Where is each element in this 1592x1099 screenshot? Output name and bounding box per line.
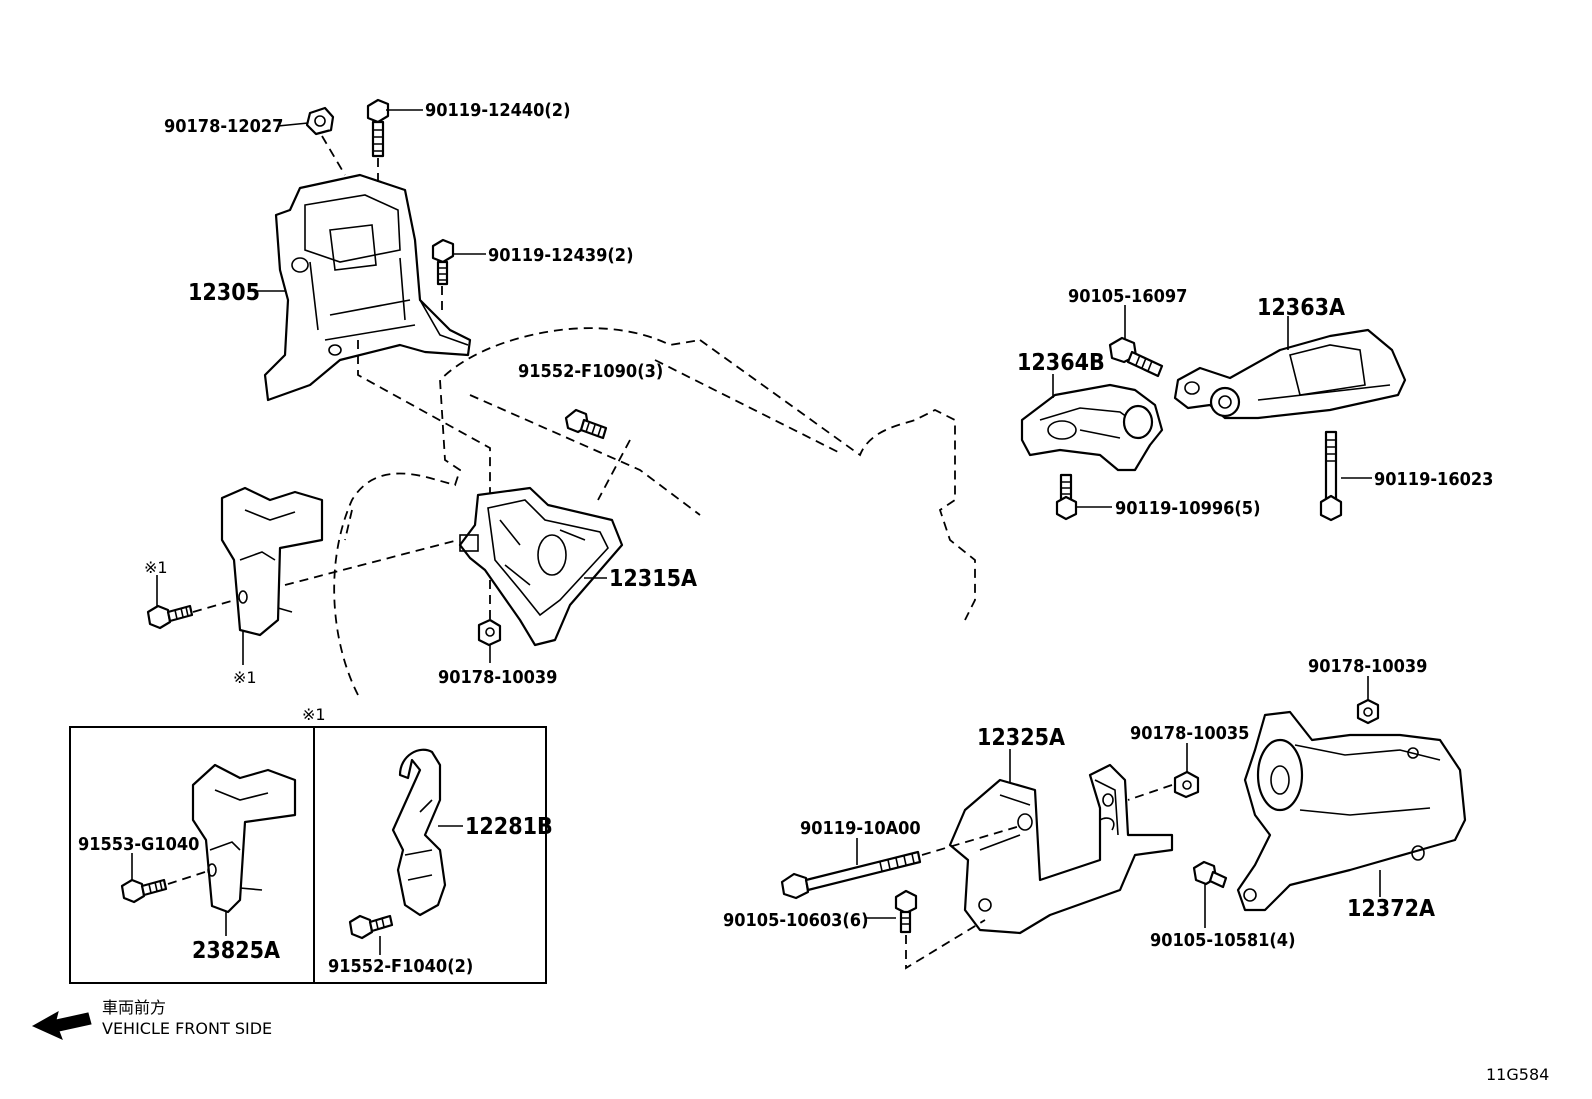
label-23825A[interactable]: 23825A <box>192 938 280 964</box>
bolt-90105-10603-icon[interactable] <box>894 889 918 934</box>
mount-link-dash <box>597 439 631 501</box>
label-12315A[interactable]: 12315A <box>609 566 697 592</box>
label-12364B[interactable]: 12364B <box>1017 350 1105 376</box>
label-91553-G1040[interactable]: 91553-G1040 <box>78 834 199 855</box>
label-12372A[interactable]: 12372A <box>1347 896 1435 922</box>
label-90178-10039-right[interactable]: 90178-10039 <box>1308 656 1427 677</box>
bolt-91552-F1040-icon[interactable] <box>348 914 394 940</box>
bolt-90119-12439-icon[interactable] <box>431 238 455 286</box>
nut-90178-10039-icon[interactable] <box>477 618 502 647</box>
label-90178-12027[interactable]: 90178-12027 <box>164 116 283 137</box>
bolt-90119-16023-icon[interactable] <box>1319 430 1343 522</box>
legend-japanese: 車両前方 <box>102 998 166 1017</box>
part-12372A-engine-mount[interactable] <box>1236 710 1467 912</box>
label-90119-12439[interactable]: 90119-12439(2) <box>488 245 633 266</box>
leader-dash <box>284 539 459 586</box>
part-23825A-bracket[interactable] <box>191 763 297 914</box>
label-90119-12440[interactable]: 90119-12440(2) <box>425 100 570 121</box>
label-12305[interactable]: 12305 <box>188 280 260 306</box>
leader-dash <box>921 825 1021 856</box>
bolt-90105-10581-icon[interactable] <box>1192 860 1228 889</box>
part-12315A-bracket[interactable] <box>458 486 624 647</box>
part-12325A-bracket[interactable] <box>948 763 1174 935</box>
bolt-90119-10A00-icon[interactable] <box>780 850 922 900</box>
ref1-bracket-part[interactable] <box>220 486 324 637</box>
engine-outline <box>333 327 976 696</box>
diagram-code: 11G584 <box>1486 1065 1549 1084</box>
label-12325A[interactable]: 12325A <box>977 725 1065 751</box>
leader-dash <box>192 599 236 613</box>
label-90105-16097[interactable]: 90105-16097 <box>1068 286 1187 307</box>
leader-dash <box>167 871 206 885</box>
mount-link-dash <box>357 340 491 495</box>
bolt-90119-12440-icon[interactable] <box>366 98 390 158</box>
bolt-91552-F1090-icon[interactable] <box>564 408 608 440</box>
part-12364B-mount[interactable] <box>1020 383 1164 472</box>
label-12281B[interactable]: 12281B <box>465 814 553 840</box>
label-91552-F1090[interactable]: 91552-F1090(3) <box>518 361 663 382</box>
part-12363A-torque-rod[interactable] <box>1173 328 1407 420</box>
part-12281B-hook-bracket[interactable] <box>391 748 447 917</box>
label-ref1-bolt: ※1 <box>144 558 168 577</box>
bolt-90119-10996-icon[interactable] <box>1055 473 1078 521</box>
label-90119-10996[interactable]: 90119-10996(5) <box>1115 498 1260 519</box>
leader-dash <box>1127 784 1173 801</box>
label-90178-10039[interactable]: 90178-10039 <box>438 667 557 688</box>
ref1-inset-box <box>69 726 547 984</box>
part-12305-engine-mount[interactable] <box>263 173 472 402</box>
nut-90178-12027-icon[interactable] <box>305 106 335 136</box>
label-90105-10603[interactable]: 90105-10603(6) <box>723 910 868 931</box>
label-90119-16023[interactable]: 90119-16023 <box>1374 469 1493 490</box>
front-direction-arrow-icon <box>31 1010 92 1040</box>
leader-dash <box>905 919 986 970</box>
ref1-bolt-icon[interactable] <box>146 604 194 630</box>
label-90119-10A00[interactable]: 90119-10A00 <box>800 818 921 839</box>
bolt-90105-16097-icon[interactable] <box>1108 336 1164 378</box>
nut-90178-10039-right-icon[interactable] <box>1356 698 1380 725</box>
leader-lines <box>131 109 1381 955</box>
label-12363A[interactable]: 12363A <box>1257 295 1345 321</box>
leader-dash <box>321 135 346 176</box>
legend-english: VEHICLE FRONT SIDE <box>102 1019 272 1038</box>
label-91552-F1040[interactable]: 91552-F1040(2) <box>328 956 473 977</box>
label-90105-10581[interactable]: 90105-10581(4) <box>1150 930 1295 951</box>
nut-90178-10035-icon[interactable] <box>1173 770 1200 799</box>
mount-link-dash <box>654 359 839 453</box>
label-90178-10035[interactable]: 90178-10035 <box>1130 723 1249 744</box>
bolt-91553-G1040-icon[interactable] <box>120 878 168 904</box>
label-ref1-inset: ※1 <box>302 705 326 724</box>
label-ref1-bracket: ※1 <box>233 668 257 687</box>
